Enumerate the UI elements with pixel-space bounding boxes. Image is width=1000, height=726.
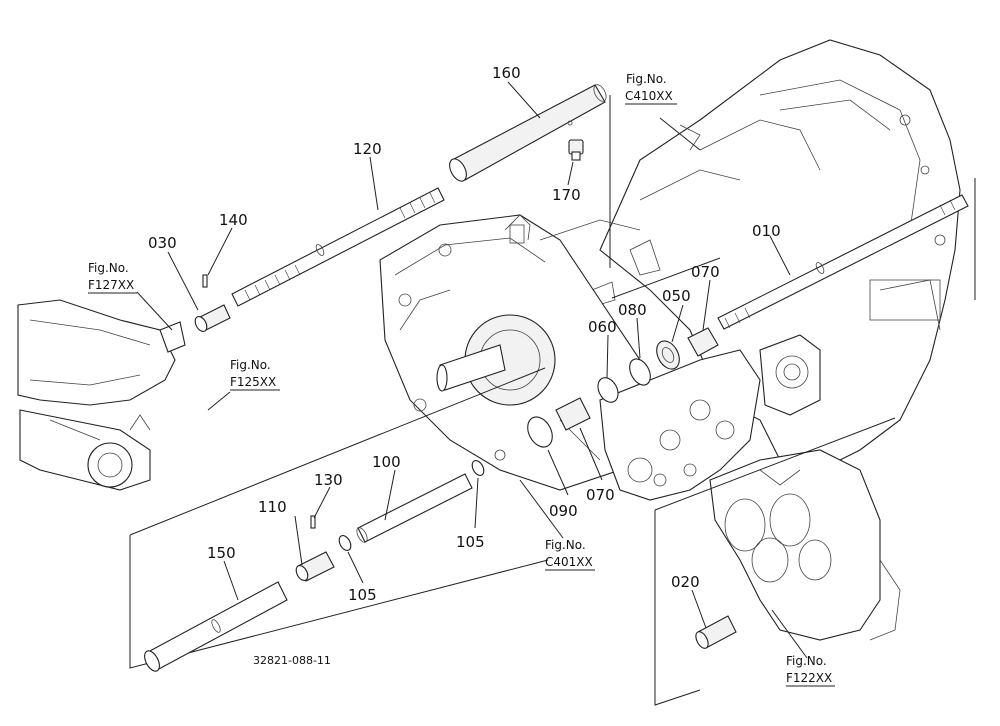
part-020-coupling <box>695 615 737 649</box>
part-050-bearing <box>656 340 680 370</box>
part-170-plug <box>568 139 584 161</box>
part-label-060: 060 <box>588 318 617 336</box>
part-160-sleeve <box>449 84 607 182</box>
part-label-110: 110 <box>258 498 287 516</box>
part-010-shaft <box>717 194 969 330</box>
part-100-tube <box>356 473 473 543</box>
part-label-050: 050 <box>662 287 691 305</box>
part-label-120: 120 <box>353 140 382 158</box>
clutch-housing-drawing <box>379 214 651 491</box>
front-axle-housing-drawing <box>17 299 186 491</box>
figref-f125[interactable]: Fig.No. F125XX <box>230 358 280 391</box>
figref-f127-code[interactable]: F127XX <box>88 278 134 292</box>
part-030-coupling <box>194 304 231 332</box>
figref-f127[interactable]: Fig.No. F127XX <box>88 261 137 294</box>
drawing-code: 32821-088-11 <box>253 654 331 667</box>
figref-c410-label: Fig.No. <box>626 72 667 86</box>
part-label-105-b: 105 <box>348 586 377 604</box>
part-105-o-ring-a <box>471 460 485 476</box>
part-120-shaft <box>231 187 445 307</box>
part-label-160: 160 <box>492 64 521 82</box>
part-130-pin <box>310 515 316 529</box>
part-090-snap-ring <box>527 416 553 448</box>
part-label-010: 010 <box>752 222 781 240</box>
part-label-140: 140 <box>219 211 248 229</box>
part-label-105-a: 105 <box>456 533 485 551</box>
valve-block-drawing <box>599 334 821 501</box>
part-label-070-upper: 070 <box>691 263 720 281</box>
part-105-o-ring-b <box>338 535 352 551</box>
part-070-collar-lower <box>555 397 591 431</box>
figref-f125-label: Fig.No. <box>230 358 271 372</box>
figref-c401-label: Fig.No. <box>545 538 586 552</box>
part-label-020: 020 <box>671 573 700 591</box>
part-150-pipe <box>144 581 288 672</box>
part-label-030: 030 <box>148 234 177 252</box>
figref-f122-code[interactable]: F122XX <box>786 671 832 685</box>
figref-f125-code[interactable]: F125XX <box>230 375 276 389</box>
part-label-100: 100 <box>372 453 401 471</box>
figref-c410[interactable]: Fig.No. C410XX <box>625 72 677 105</box>
figref-c410-code[interactable]: C410XX <box>625 89 673 103</box>
exploded-view-frame <box>129 95 976 706</box>
rear-gear-case-drawing <box>709 449 901 641</box>
figref-c401-code[interactable]: C401XX <box>545 555 593 569</box>
part-080-ring <box>629 358 651 386</box>
part-label-080: 080 <box>618 301 647 319</box>
part-label-070-lower: 070 <box>586 486 615 504</box>
part-label-090: 090 <box>549 502 578 520</box>
figref-f122[interactable]: Fig.No. F122XX <box>786 654 835 687</box>
figref-f122-label: Fig.No. <box>786 654 827 668</box>
part-110-coupling <box>295 551 335 582</box>
part-label-150: 150 <box>207 544 236 562</box>
leader-lines <box>136 81 808 659</box>
part-label-130: 130 <box>314 471 343 489</box>
part-label-170: 170 <box>552 186 581 204</box>
part-140-pin <box>202 274 208 288</box>
part-070-collar-upper <box>687 327 719 357</box>
figref-c401[interactable]: Fig.No. C401XX <box>545 538 595 571</box>
part-060-ring <box>597 377 619 403</box>
figref-f127-label: Fig.No. <box>88 261 129 275</box>
